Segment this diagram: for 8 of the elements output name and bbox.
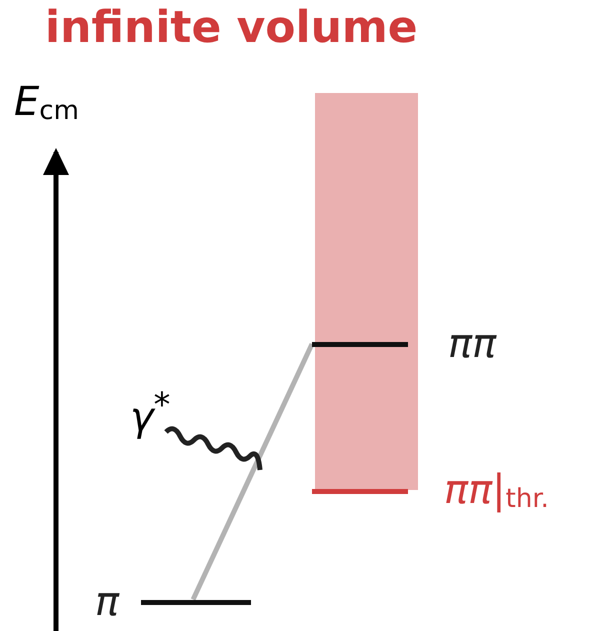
- transition-line: [190, 342, 314, 601]
- photon-label: γ$^{*}$: [130, 388, 170, 438]
- state-label: ππ: [448, 324, 496, 364]
- title: infinite volume: [45, 2, 418, 53]
- state-label: ππ|$_{thr.}$: [444, 470, 549, 512]
- state-label: π: [95, 582, 120, 622]
- continuum-band: [315, 93, 418, 490]
- axis-label: E$_{cm}$: [14, 82, 79, 124]
